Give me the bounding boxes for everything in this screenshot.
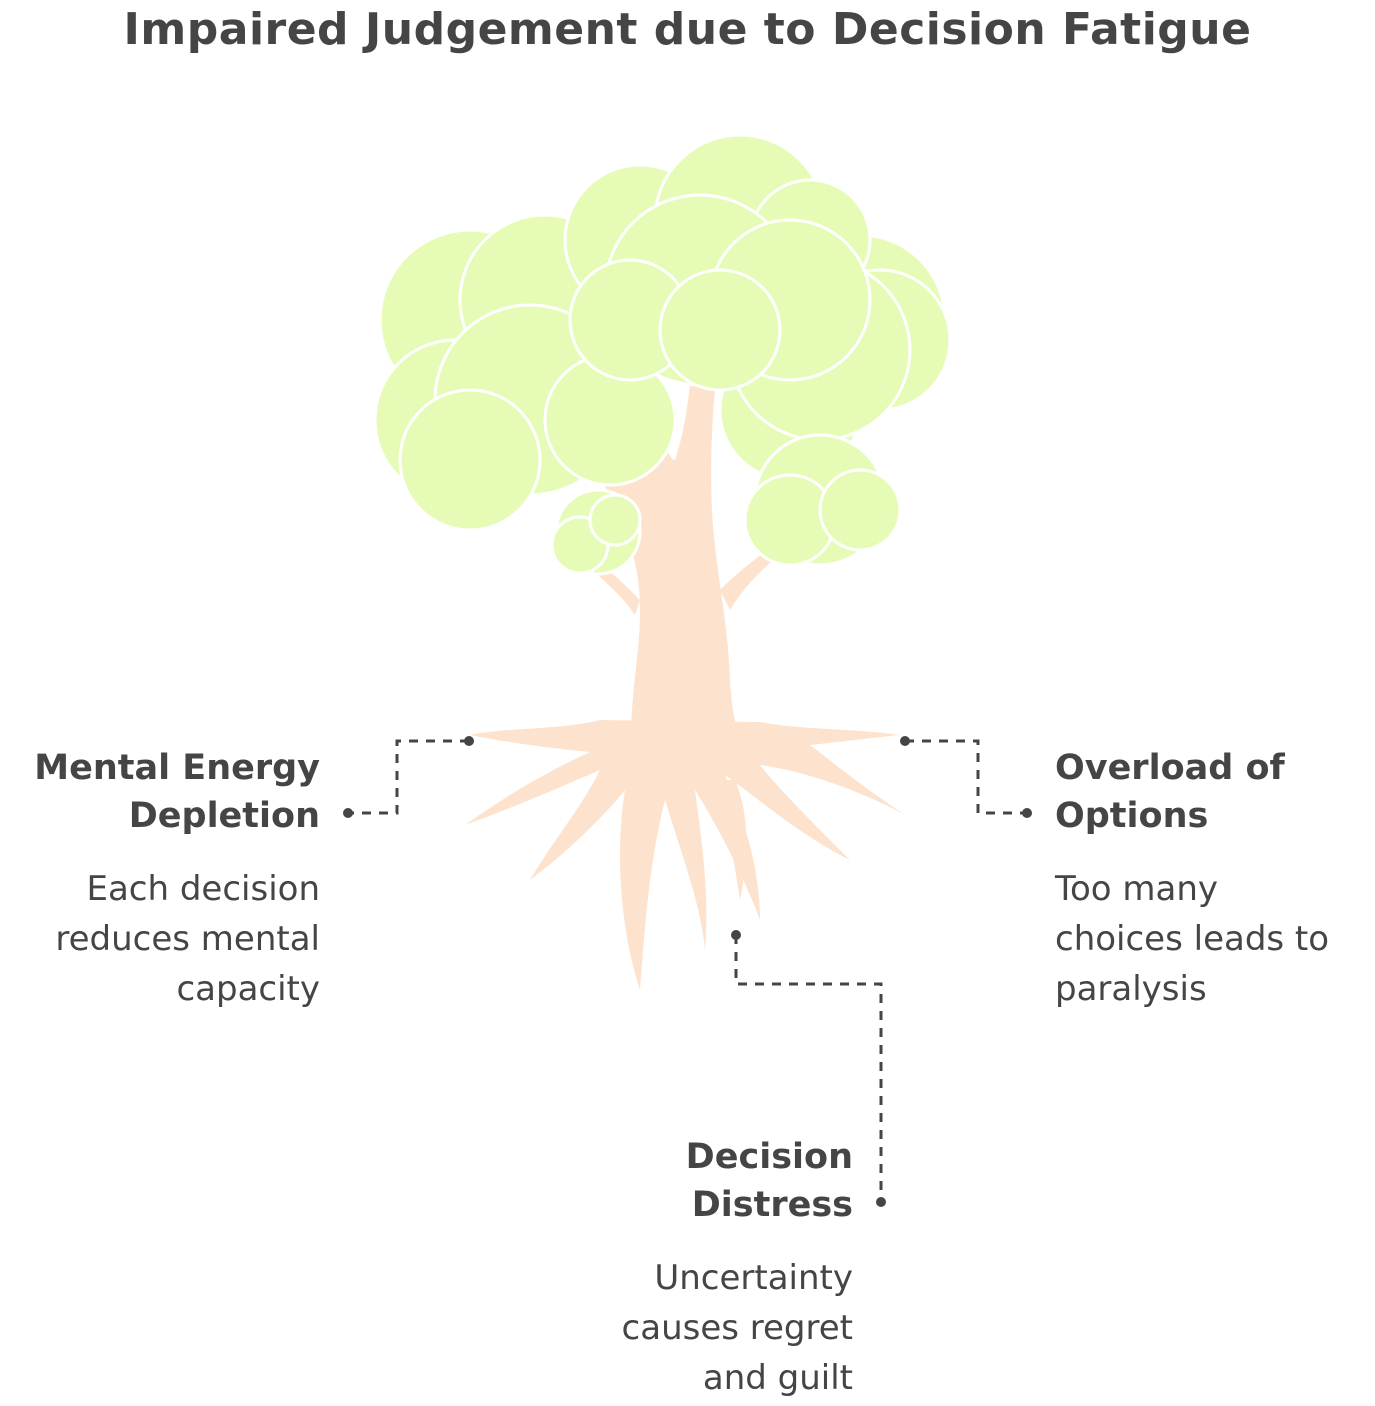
label-title: Overload of Options — [1055, 744, 1375, 840]
diagram-title: Impaired Judgement due to Decision Fatig… — [123, 4, 1252, 55]
label-title-line: Overload of — [1055, 748, 1285, 788]
label-overload-of-options: Overload of Options Too many choices lea… — [1055, 744, 1375, 1014]
label-title-line: Decision — [685, 1137, 853, 1177]
connector-right-start-dot — [900, 736, 910, 746]
label-title: Mental Energy Depletion — [0, 744, 320, 840]
label-desc-line: choices leads to — [1055, 919, 1330, 959]
connector-right-end-dot — [1022, 808, 1032, 818]
label-title-line: Mental Energy — [34, 748, 320, 788]
label-description: Uncertainty causes regret and guilt — [560, 1253, 853, 1403]
label-title-line: Depletion — [128, 796, 320, 836]
tree-roots — [465, 720, 905, 990]
tree-foliage — [373, 133, 952, 576]
connector-left-end-dot — [343, 808, 353, 818]
label-desc-line: Uncertainty — [654, 1258, 853, 1298]
label-desc-line: and guilt — [702, 1358, 853, 1398]
connector-bottom-end-dot — [876, 1197, 886, 1207]
label-title: Decision Distress — [560, 1133, 853, 1229]
label-title-line: Distress — [691, 1185, 853, 1225]
label-desc-line: Too many — [1055, 869, 1219, 909]
label-description: Each decision reduces mental capacity — [0, 864, 320, 1014]
connector-right — [905, 739, 1027, 815]
connector-left-start-dot — [464, 736, 474, 746]
connector-left — [348, 739, 469, 815]
label-desc-line: Each decision — [86, 869, 320, 909]
label-desc-line: capacity — [176, 969, 320, 1009]
label-description: Too many choices leads to paralysis — [1055, 864, 1375, 1014]
label-desc-line: causes regret — [621, 1308, 853, 1348]
label-decision-distress: Decision Distress Uncertainty causes reg… — [560, 1133, 853, 1403]
label-desc-line: reduces mental — [55, 919, 320, 959]
connector-bottom — [734, 935, 883, 1202]
label-title-line: Options — [1055, 796, 1209, 836]
label-desc-line: paralysis — [1055, 969, 1207, 1009]
connector-bottom-start-dot — [731, 930, 741, 940]
label-mental-energy-depletion: Mental Energy Depletion Each decision re… — [0, 744, 320, 1014]
